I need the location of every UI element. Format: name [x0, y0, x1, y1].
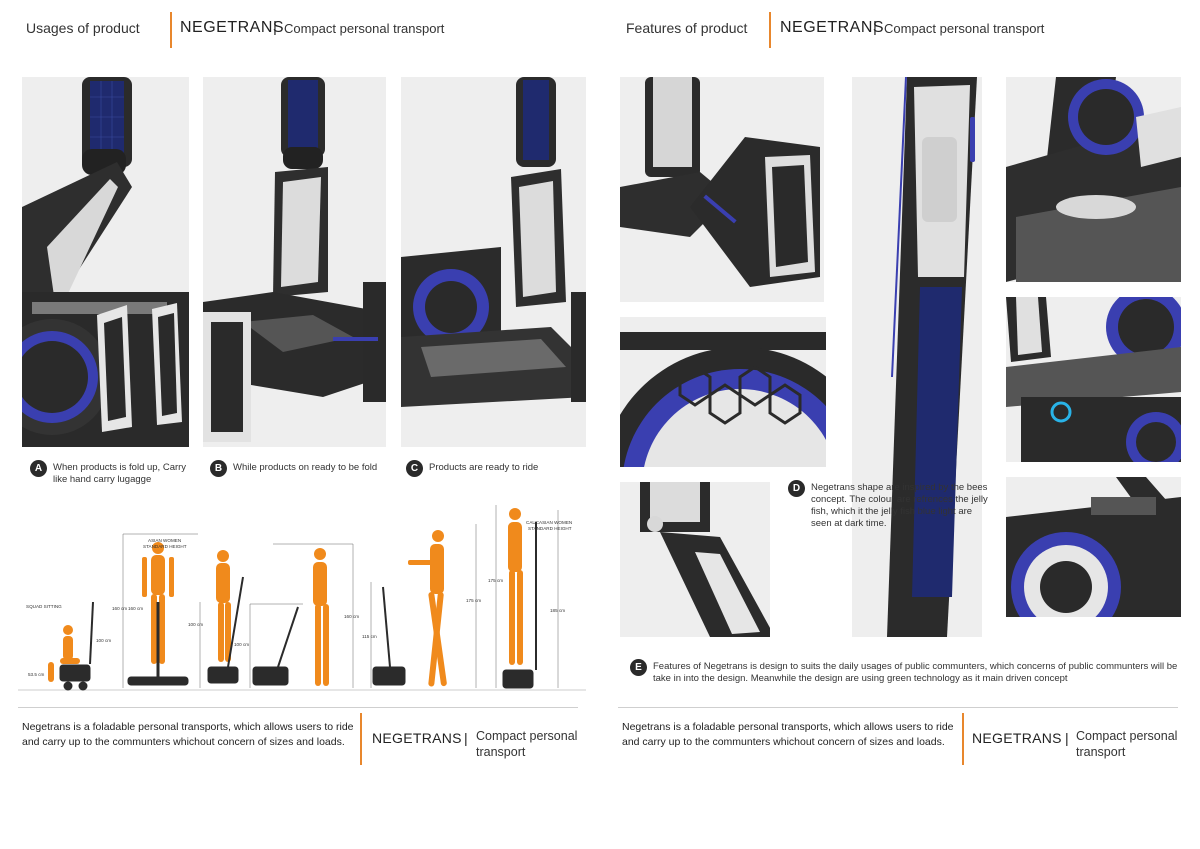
caption-e: E Features of Negetrans is design to sui…: [630, 659, 1190, 685]
render-folded-handle: [620, 482, 770, 637]
footer-separator: |: [1065, 730, 1069, 746]
caption-a: A When products is fold up, Carry like h…: [30, 460, 190, 486]
label-standard-height: STANDARD HEIGHT: [143, 544, 187, 549]
figure-pushing: [408, 530, 447, 687]
render-wheel-handle: [1006, 477, 1181, 617]
render-folded-carry: [22, 77, 189, 447]
footer-rule: [18, 707, 578, 708]
render-light-button: [1006, 297, 1181, 462]
footer-description: Negetrans is a foladable personal transp…: [622, 721, 954, 748]
footer-tagline: Compact personal transport: [1076, 729, 1178, 759]
footer-tagline: Compact personal transport: [476, 729, 578, 759]
accent-divider: [170, 12, 172, 48]
measure-160: 160 cm: [112, 606, 127, 611]
footer-accent-divider: [962, 713, 964, 765]
badge-a: A: [30, 460, 47, 477]
brand-name: NEGETRANS: [780, 19, 885, 36]
badge-e: E: [630, 659, 647, 676]
section-title: Usages of product: [26, 20, 140, 36]
footer-brand: NEGETRANS: [972, 730, 1062, 746]
label-caucasian-women: CAUCASIAN WOMEN: [526, 520, 572, 525]
footer-brand: NEGETRANS: [372, 730, 462, 746]
measure-115: 115 cm: [362, 634, 377, 639]
render-ready-to-fold: [203, 77, 386, 447]
measure-100-c: 100 cm: [234, 642, 249, 647]
figure-asian-front: [142, 542, 174, 664]
footer-accent-divider: [360, 713, 362, 765]
features-page: Features of product NEGETRANS | Compact …: [600, 0, 1200, 849]
caption-e-text: Features of Negetrans is design to suits…: [653, 661, 1178, 684]
brand-tagline: Compact personal transport: [884, 21, 1045, 36]
caption-b-text: While products on ready to be fold: [233, 462, 378, 473]
ergonomics-diagram: SQUAD SITTING ASIAN WOMEN STANDARD HEIGH…: [18, 502, 586, 694]
footer-description: Negetrans is a foladable personal transp…: [22, 721, 354, 748]
render-ready-to-ride: [401, 77, 586, 447]
render-handle-closeup: [620, 77, 824, 302]
footer-separator: |: [464, 730, 468, 746]
render-wheel-closeup: [620, 317, 826, 467]
figure-asian-side: [216, 550, 231, 662]
badge-c: C: [406, 460, 423, 477]
caption-a-text: When products is fold up, Carry like han…: [53, 462, 187, 485]
measure-53-5: 53.5 cm: [28, 672, 45, 677]
section-title: Features of product: [626, 20, 748, 36]
measure-100-b: 100 cm: [188, 622, 203, 627]
badge-b: B: [210, 460, 227, 477]
render-deck-closeup: [1006, 77, 1181, 282]
label-squad-sitting: SQUAD SITTING: [26, 604, 62, 609]
brand-separator: |: [273, 19, 277, 36]
caption-d: D Negetrans shape are inspired by the be…: [788, 480, 988, 530]
measure-185: 185 cm: [550, 608, 565, 613]
figure-standing: [313, 548, 329, 686]
caption-d-text: Negetrans shape are inspired by the bees…: [811, 482, 988, 529]
label-asian-women: ASIAN WOMEN: [148, 538, 181, 543]
brand-tagline: Compact personal transport: [284, 21, 445, 36]
usages-page: Usages of product NEGETRANS | Compact pe…: [18, 12, 586, 765]
caption-c: C Products are ready to ride: [406, 460, 586, 477]
measure-175-b: 175 cm: [488, 578, 503, 583]
measure-175: 175 cm: [466, 598, 481, 603]
render-phone-holder: [852, 77, 982, 637]
measure-100: 100 cm: [96, 638, 111, 643]
figure-caucasian: [508, 508, 523, 665]
brand-separator: |: [873, 19, 877, 36]
figure-squat: [48, 625, 80, 682]
caption-c-text: Products are ready to ride: [429, 462, 539, 473]
measure-160-c: 160 cm: [344, 614, 359, 619]
badge-d: D: [788, 480, 805, 497]
brand-name: NEGETRANS: [180, 19, 285, 36]
footer-rule: [618, 707, 1178, 708]
caption-b: B While products on ready to be fold: [210, 460, 390, 477]
label-standard-height-2: STANDARD HEIGHT: [528, 526, 572, 531]
measure-160-b: 160 cm: [128, 606, 143, 611]
accent-divider: [769, 12, 771, 48]
